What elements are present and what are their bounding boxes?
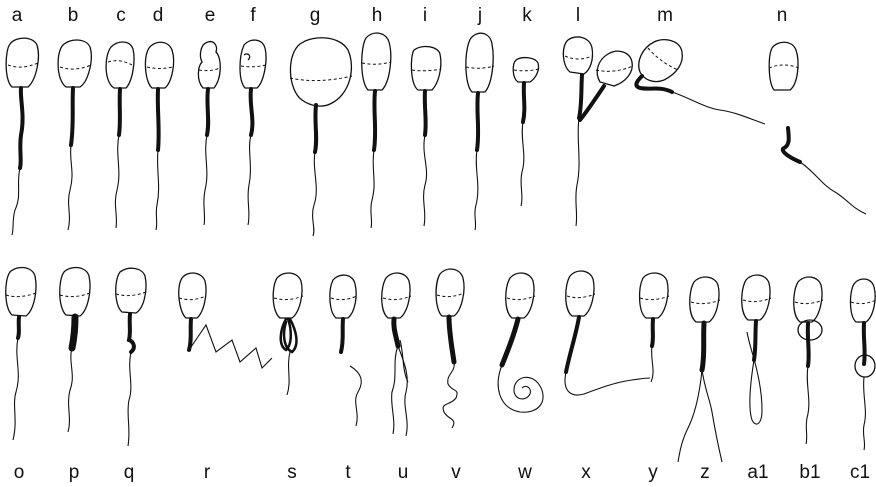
sperm-c1 [850,279,876,450]
label-q: q [124,462,135,483]
label-l: l [576,5,580,26]
sperm-t [330,275,361,426]
sperm-j [466,33,494,230]
sperm-o [6,267,36,440]
label-a1: a1 [747,462,768,483]
label-g: g [310,5,321,26]
label-m: m [657,5,673,26]
label-k: k [522,5,532,26]
sperm-u [382,273,411,436]
label-w: w [517,462,532,483]
sperm-r [179,273,272,368]
label-c1: c1 [850,462,870,483]
sperm-s [273,273,303,395]
sperm-c [106,42,134,228]
sperm-v [436,269,464,428]
sperm-d [145,42,173,230]
sperm-i [411,47,441,226]
sperm-e [198,42,220,225]
label-o: o [14,462,25,483]
sperm-n [769,42,866,214]
label-n: n [777,5,788,26]
label-f: f [250,5,256,26]
label-x: x [581,462,591,483]
label-s: s [287,462,297,483]
label-z: z [700,462,710,483]
sperm-w [498,273,543,412]
label-p: p [69,462,80,483]
sperm-a1 [742,275,771,424]
sperm-f [240,40,266,225]
label-u: u [398,462,409,483]
sperm-a [6,38,38,235]
sperm-m [636,40,765,124]
label-a: a [12,5,23,26]
sperm-g [290,38,352,236]
label-c: c [116,5,126,26]
label-h: h [372,5,383,26]
label-i: i [423,5,427,26]
label-y: y [648,462,658,483]
sperm-p [60,267,90,432]
label-d: d [153,5,164,26]
sperm-y [640,273,669,382]
label-b1: b1 [799,462,820,483]
label-e: e [205,5,216,26]
label-b: b [68,5,79,26]
label-r: r [204,462,211,483]
sperm-x [565,271,650,395]
sperm-b [58,40,91,230]
label-j: j [477,5,482,26]
label-v: v [451,462,461,483]
label-t: t [345,462,351,483]
sperm-h [362,33,391,228]
sperm-b1 [794,277,823,444]
sperm-z [678,277,722,462]
sperm-q [116,268,146,446]
sperm-k [513,58,539,206]
sperm-l [563,37,633,226]
